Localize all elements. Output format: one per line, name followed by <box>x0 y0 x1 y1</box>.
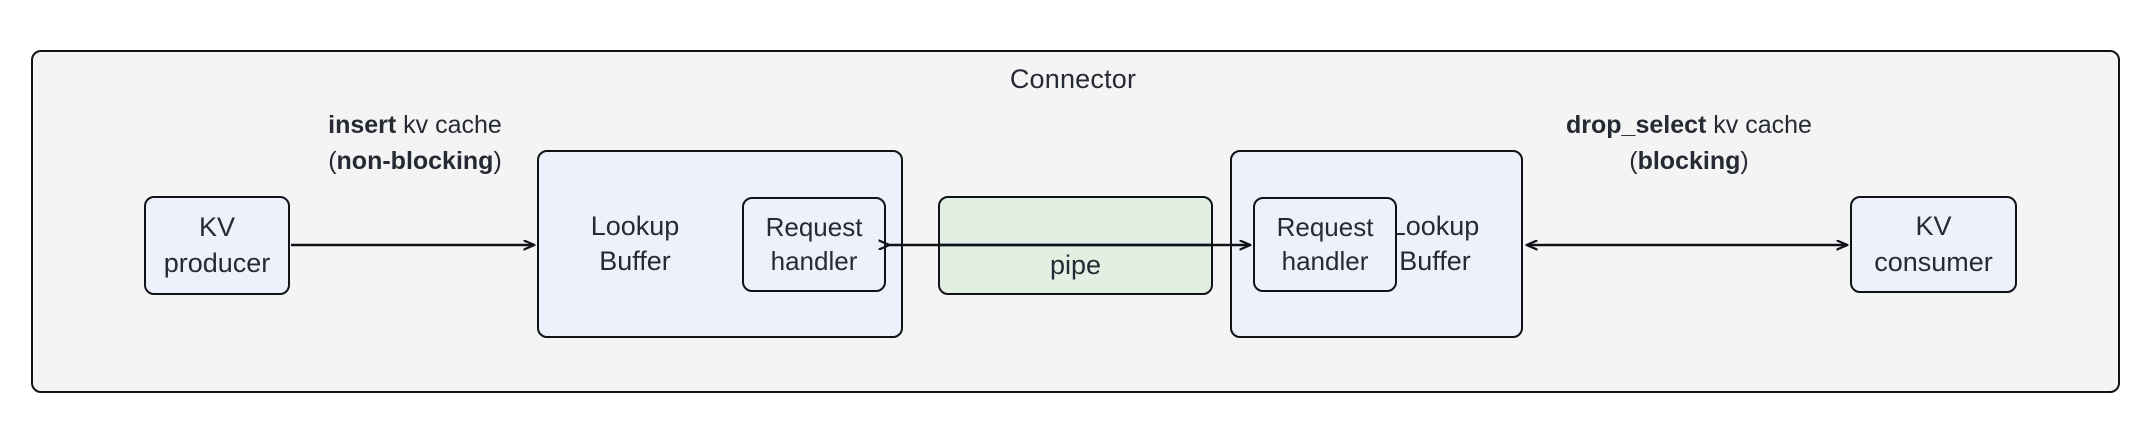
node-lookup-buffer-left-label: Lookup Buffer <box>590 210 680 276</box>
node-pipe-label: pipe <box>1049 249 1102 280</box>
node-kv-consumer[interactable]: KV consumer <box>1850 196 2017 293</box>
node-pipe[interactable]: pipe <box>938 196 1213 295</box>
edge-label-insert-rest: kv cache <box>396 111 502 139</box>
edge-label-drop-select: drop_select kv cache (blocking) <box>1533 108 1845 179</box>
connector-title: Connector <box>1009 64 1137 94</box>
node-kv-consumer-label: KV consumer <box>1874 211 1993 277</box>
edge-label-drop-select-bold: drop_select <box>1566 111 1707 139</box>
edge-label-drop-select-paren-close: ) <box>1740 146 1749 175</box>
edge-label-drop-select-rest: kv cache <box>1706 111 1812 139</box>
node-request-handler-right-label: Request handler <box>1276 211 1374 276</box>
edge-label-insert-line1: insert kv cache <box>296 108 534 144</box>
edge-label-drop-select-paren-open: ( <box>1629 146 1638 175</box>
node-kv-producer[interactable]: KV producer <box>144 196 290 295</box>
edge-label-insert-paren-close: ) <box>493 146 502 175</box>
edge-label-insert: insert kv cache (non-blocking) <box>296 108 534 179</box>
node-lookup-buffer-left[interactable]: Lookup Buffer <box>537 150 903 338</box>
edge-label-insert-line2: (non-blocking) <box>296 144 534 180</box>
node-request-handler-right[interactable]: Request handler <box>1253 197 1397 292</box>
edge-label-insert-paren-open: ( <box>328 146 337 175</box>
node-kv-producer-label: KV producer <box>163 212 271 278</box>
node-lookup-buffer-right-label: Lookup Buffer <box>1390 210 1480 276</box>
edge-label-drop-select-mode: blocking <box>1637 146 1741 175</box>
edge-label-drop-select-line1: drop_select kv cache <box>1533 108 1845 144</box>
edge-label-insert-mode: non-blocking <box>336 146 494 175</box>
node-request-handler-left-label: Request handler <box>765 211 863 276</box>
node-request-handler-left[interactable]: Request handler <box>742 197 886 292</box>
edge-label-insert-bold: insert <box>328 111 397 139</box>
edge-label-drop-select-line2: (blocking) <box>1533 144 1845 180</box>
